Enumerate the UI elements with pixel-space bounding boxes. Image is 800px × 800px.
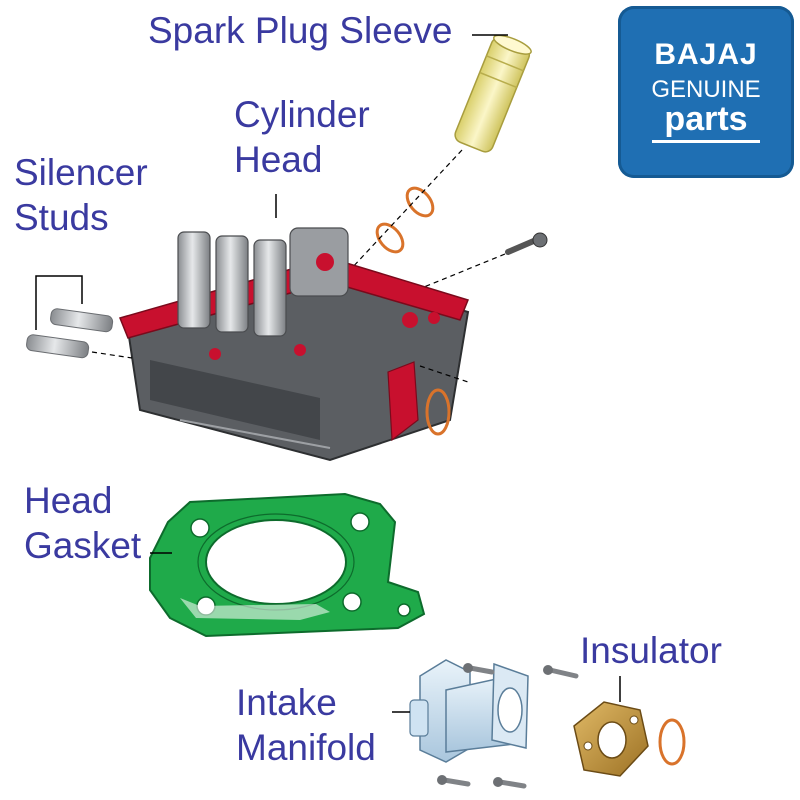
head-gasket-part bbox=[149, 492, 426, 638]
cylinder-head-text-1: Cylinder bbox=[234, 94, 370, 135]
intake-manifold-label: Intake Manifold bbox=[236, 680, 376, 770]
intake-manifold-text-2: Manifold bbox=[236, 727, 376, 769]
head-gasket-label: Head Gasket bbox=[24, 478, 141, 568]
silencer-studs-text-1: Silencer bbox=[14, 152, 148, 193]
manifold-bolts-part bbox=[437, 663, 579, 789]
intake-manifold-part bbox=[409, 659, 529, 763]
o-ring-side bbox=[425, 388, 451, 436]
cylinder-head-part bbox=[118, 227, 470, 462]
logo-brand-text: BAJAJ bbox=[654, 38, 758, 71]
silencer-studs-label: Silencer Studs bbox=[14, 150, 148, 240]
insulator-part bbox=[573, 701, 649, 777]
spark-plug-sleeve-label: Spark Plug Sleeve bbox=[148, 8, 452, 53]
bajaj-genuine-parts-logo: BAJAJ GENUINE parts bbox=[618, 6, 794, 178]
spark-plug-sleeve-part bbox=[454, 34, 532, 153]
logo-underline bbox=[652, 140, 760, 143]
head-gasket-text-2: Gasket bbox=[24, 525, 142, 567]
stud-axis-dashed bbox=[91, 351, 133, 359]
o-ring-insulator bbox=[658, 718, 686, 766]
logo-genuine-text: GENUINE bbox=[651, 76, 761, 103]
o-ring-upper bbox=[405, 186, 435, 218]
insulator-text: Insulator bbox=[580, 630, 722, 671]
silencer-studs-leader bbox=[35, 275, 83, 330]
logo-parts-text: parts bbox=[664, 100, 748, 138]
cylinder-head-text-2: Head bbox=[234, 139, 323, 181]
head-bolt-part bbox=[505, 232, 548, 255]
sleeve-axis-dashed bbox=[349, 149, 463, 271]
o-ring-middle bbox=[375, 222, 405, 254]
silencer-studs-text-2: Studs bbox=[14, 197, 109, 239]
silencer-studs-part bbox=[26, 308, 114, 359]
spark-plug-sleeve-text: Spark Plug Sleeve bbox=[148, 10, 453, 51]
cylinder-head-label: Cylinder Head bbox=[234, 92, 370, 182]
insulator-label: Insulator bbox=[580, 628, 722, 673]
head-gasket-text-1: Head bbox=[24, 480, 113, 521]
intake-manifold-text-1: Intake bbox=[236, 682, 337, 723]
